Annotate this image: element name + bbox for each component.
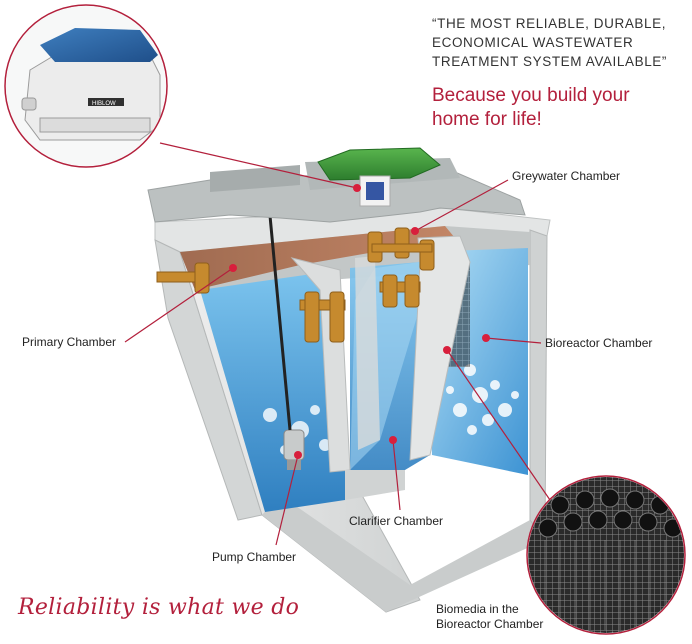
label-pump-chamber: Pump Chamber	[212, 550, 297, 564]
tagline-line-1: Because you build your	[432, 85, 630, 106]
sludge-layer	[180, 226, 455, 290]
tank-lid	[147, 147, 526, 223]
leader-lines	[124, 142, 551, 546]
aeration-bubbles	[446, 364, 519, 435]
footer-slogan: Reliability is what we do	[18, 595, 300, 620]
tagline-line-2: home for life!	[432, 109, 542, 130]
label-biomedia: Biomedia in the Bioreactor Chamber	[436, 602, 543, 632]
label-clarifier-chamber: Clarifier Chamber	[349, 514, 444, 528]
quote-heading: “THE MOST RELIABLE, DURABLE, ECONOMICAL …	[432, 14, 682, 71]
leader-dots	[229, 184, 490, 459]
blower-brand-text: HIBLOW	[92, 101, 116, 107]
tagline: Because you build your home for life!	[432, 84, 682, 132]
quote-line-3: TREATMENT SYSTEM AVAILABLE”	[432, 54, 668, 69]
blower-callout	[4, 4, 168, 168]
label-bioreactor-chamber: Bioreactor Chamber	[545, 336, 653, 350]
quote-line-1: “THE MOST RELIABLE, DURABLE,	[432, 16, 667, 31]
quote-line-2: ECONOMICAL WASTEWATER	[432, 35, 634, 50]
label-greywater-chamber: Greywater Chamber	[512, 169, 621, 183]
pipes	[156, 227, 435, 343]
label-biomedia-line-2: Bioreactor Chamber	[436, 617, 544, 631]
label-biomedia-line-1: Biomedia in the	[436, 602, 519, 616]
label-primary-chamber: Primary Chamber	[22, 335, 117, 349]
biomedia-callout	[526, 475, 686, 635]
